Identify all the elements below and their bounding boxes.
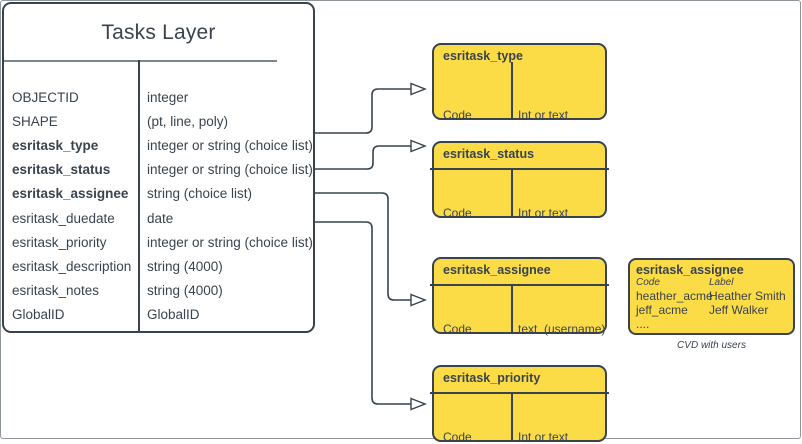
cvd-caption: CVD with users	[677, 340, 746, 351]
header-separator	[430, 168, 609, 170]
cvd-label: Jeff Walker	[709, 303, 769, 317]
field-type: integer or string (choice list)	[147, 137, 313, 153]
field-name: esritask_assignee	[12, 186, 129, 202]
field-row: SHAPE (pt, line, poly)	[4, 109, 313, 133]
field-type: GlobalID	[147, 307, 200, 323]
cvd-code: heather_acme	[636, 289, 713, 303]
domain-table-title: esritask_assignee	[443, 263, 551, 277]
field-list: OBJECTID integer SHAPE (pt, line, poly) es…	[4, 85, 313, 327]
cvd-code: ....	[636, 317, 650, 331]
arrowhead-esritask-priority	[410, 397, 427, 411]
cell-code: Code	[443, 322, 472, 336]
domain-table-title: esritask_type	[443, 49, 523, 63]
field-row: esritask_description string (4000)	[4, 254, 313, 278]
cell-code: Code	[443, 108, 472, 122]
cvd-row: jeff_acme Jeff Walker	[636, 303, 789, 317]
field-type: integer	[147, 89, 189, 105]
cvd-col-label: Label	[709, 277, 734, 288]
column-divider	[138, 60, 140, 331]
tasks-layer-title: Tasks Layer	[101, 21, 216, 44]
field-name: esritask_notes	[12, 283, 100, 299]
field-name: esritask_status	[12, 162, 111, 178]
cvd-column-headers: Code Label	[636, 277, 789, 289]
domain-table-esritask-type: esritask_type Code Description Int or te…	[432, 43, 607, 172]
column-divider	[511, 62, 513, 118]
cell-code-type: Int or text	[518, 430, 569, 444]
cvd-code: jeff_acme	[636, 303, 688, 317]
cell-code-type: Int or text	[518, 108, 569, 122]
cell-code: Code	[443, 430, 472, 444]
field-row: OBJECTID integer	[4, 85, 313, 109]
arrowhead-esritask-type	[410, 82, 427, 96]
cvd-table-body: Code Label heather_acme Heather Smith je…	[636, 277, 789, 331]
field-type: (pt, line, poly)	[147, 113, 229, 129]
cvd-col-code: Code	[636, 277, 660, 288]
connector-esritask-type	[315, 88, 411, 134]
field-row: esritask_type integer or string (choice l…	[4, 133, 313, 157]
domain-table-esritask-status: esritask_status Code Description Int or …	[430, 141, 609, 270]
cell-code-type: Int or text	[518, 206, 569, 220]
domain-code-cells: Code Description	[443, 396, 509, 444]
cell-code: Code	[443, 206, 472, 220]
field-name: esritask_description	[12, 258, 132, 274]
cvd-row: heather_acme Heather Smith	[636, 289, 789, 303]
tasks-layer-table: Tasks Layer OBJECTID integer SHAPE (pt, li…	[2, 2, 315, 333]
field-name: GlobalID	[12, 307, 65, 323]
field-row: esritask_notes string (4000)	[4, 279, 313, 303]
field-row: esritask_assignee string (choice list)	[4, 182, 313, 206]
header-separator	[430, 284, 609, 286]
arrowhead-esritask-assignee	[410, 293, 427, 307]
cell-code-type: text (username)	[518, 322, 606, 336]
connector-esritask-priority	[315, 221, 411, 405]
field-name: esritask_priority	[12, 234, 107, 250]
domain-type-cells: Int or text text (255)	[518, 396, 569, 444]
connector-esritask-assignee	[315, 192, 411, 301]
field-row: esritask_status integer or string (choice…	[4, 158, 313, 182]
field-row: GlobalID GlobalID	[4, 303, 313, 327]
field-row: esritask_duedate date	[4, 206, 313, 230]
field-type: string (4000)	[147, 258, 223, 274]
field-row: esritask_priority integer or string (choi…	[4, 230, 313, 254]
column-divider	[511, 394, 513, 440]
field-type: date	[147, 210, 174, 226]
field-type: string (choice list)	[147, 186, 253, 202]
domain-table-title: esritask_status	[443, 147, 535, 161]
domain-table-title: esritask_priority	[443, 371, 541, 385]
arrowhead-esritask-status	[410, 139, 427, 153]
field-type: integer or string (choice list)	[147, 162, 313, 178]
domain-table-esritask-assignee: esritask_assignee Code Description text …	[430, 257, 609, 386]
cvd-table-title: esritask_assignee	[636, 263, 744, 277]
cvd-label	[709, 317, 789, 331]
cvd-table-esritask-assignee: esritask_assignee Code Label heather_acm…	[628, 258, 795, 335]
field-name: esritask_duedate	[12, 210, 115, 226]
cvd-row: ....	[636, 317, 789, 331]
field-type: integer or string (choice list)	[147, 234, 313, 250]
cvd-label: Heather Smith	[709, 289, 786, 303]
title-separator	[4, 60, 277, 62]
connector-esritask-status	[315, 145, 411, 170]
column-divider	[511, 170, 513, 216]
field-name: OBJECTID	[12, 89, 79, 105]
field-type: string (4000)	[147, 283, 223, 299]
domain-table-esritask-priority: esritask_priority Code Description Int o…	[430, 365, 609, 444]
field-name: esritask_type	[12, 137, 99, 153]
column-divider	[511, 286, 513, 332]
field-name: SHAPE	[12, 113, 58, 129]
header-separator	[430, 392, 609, 394]
